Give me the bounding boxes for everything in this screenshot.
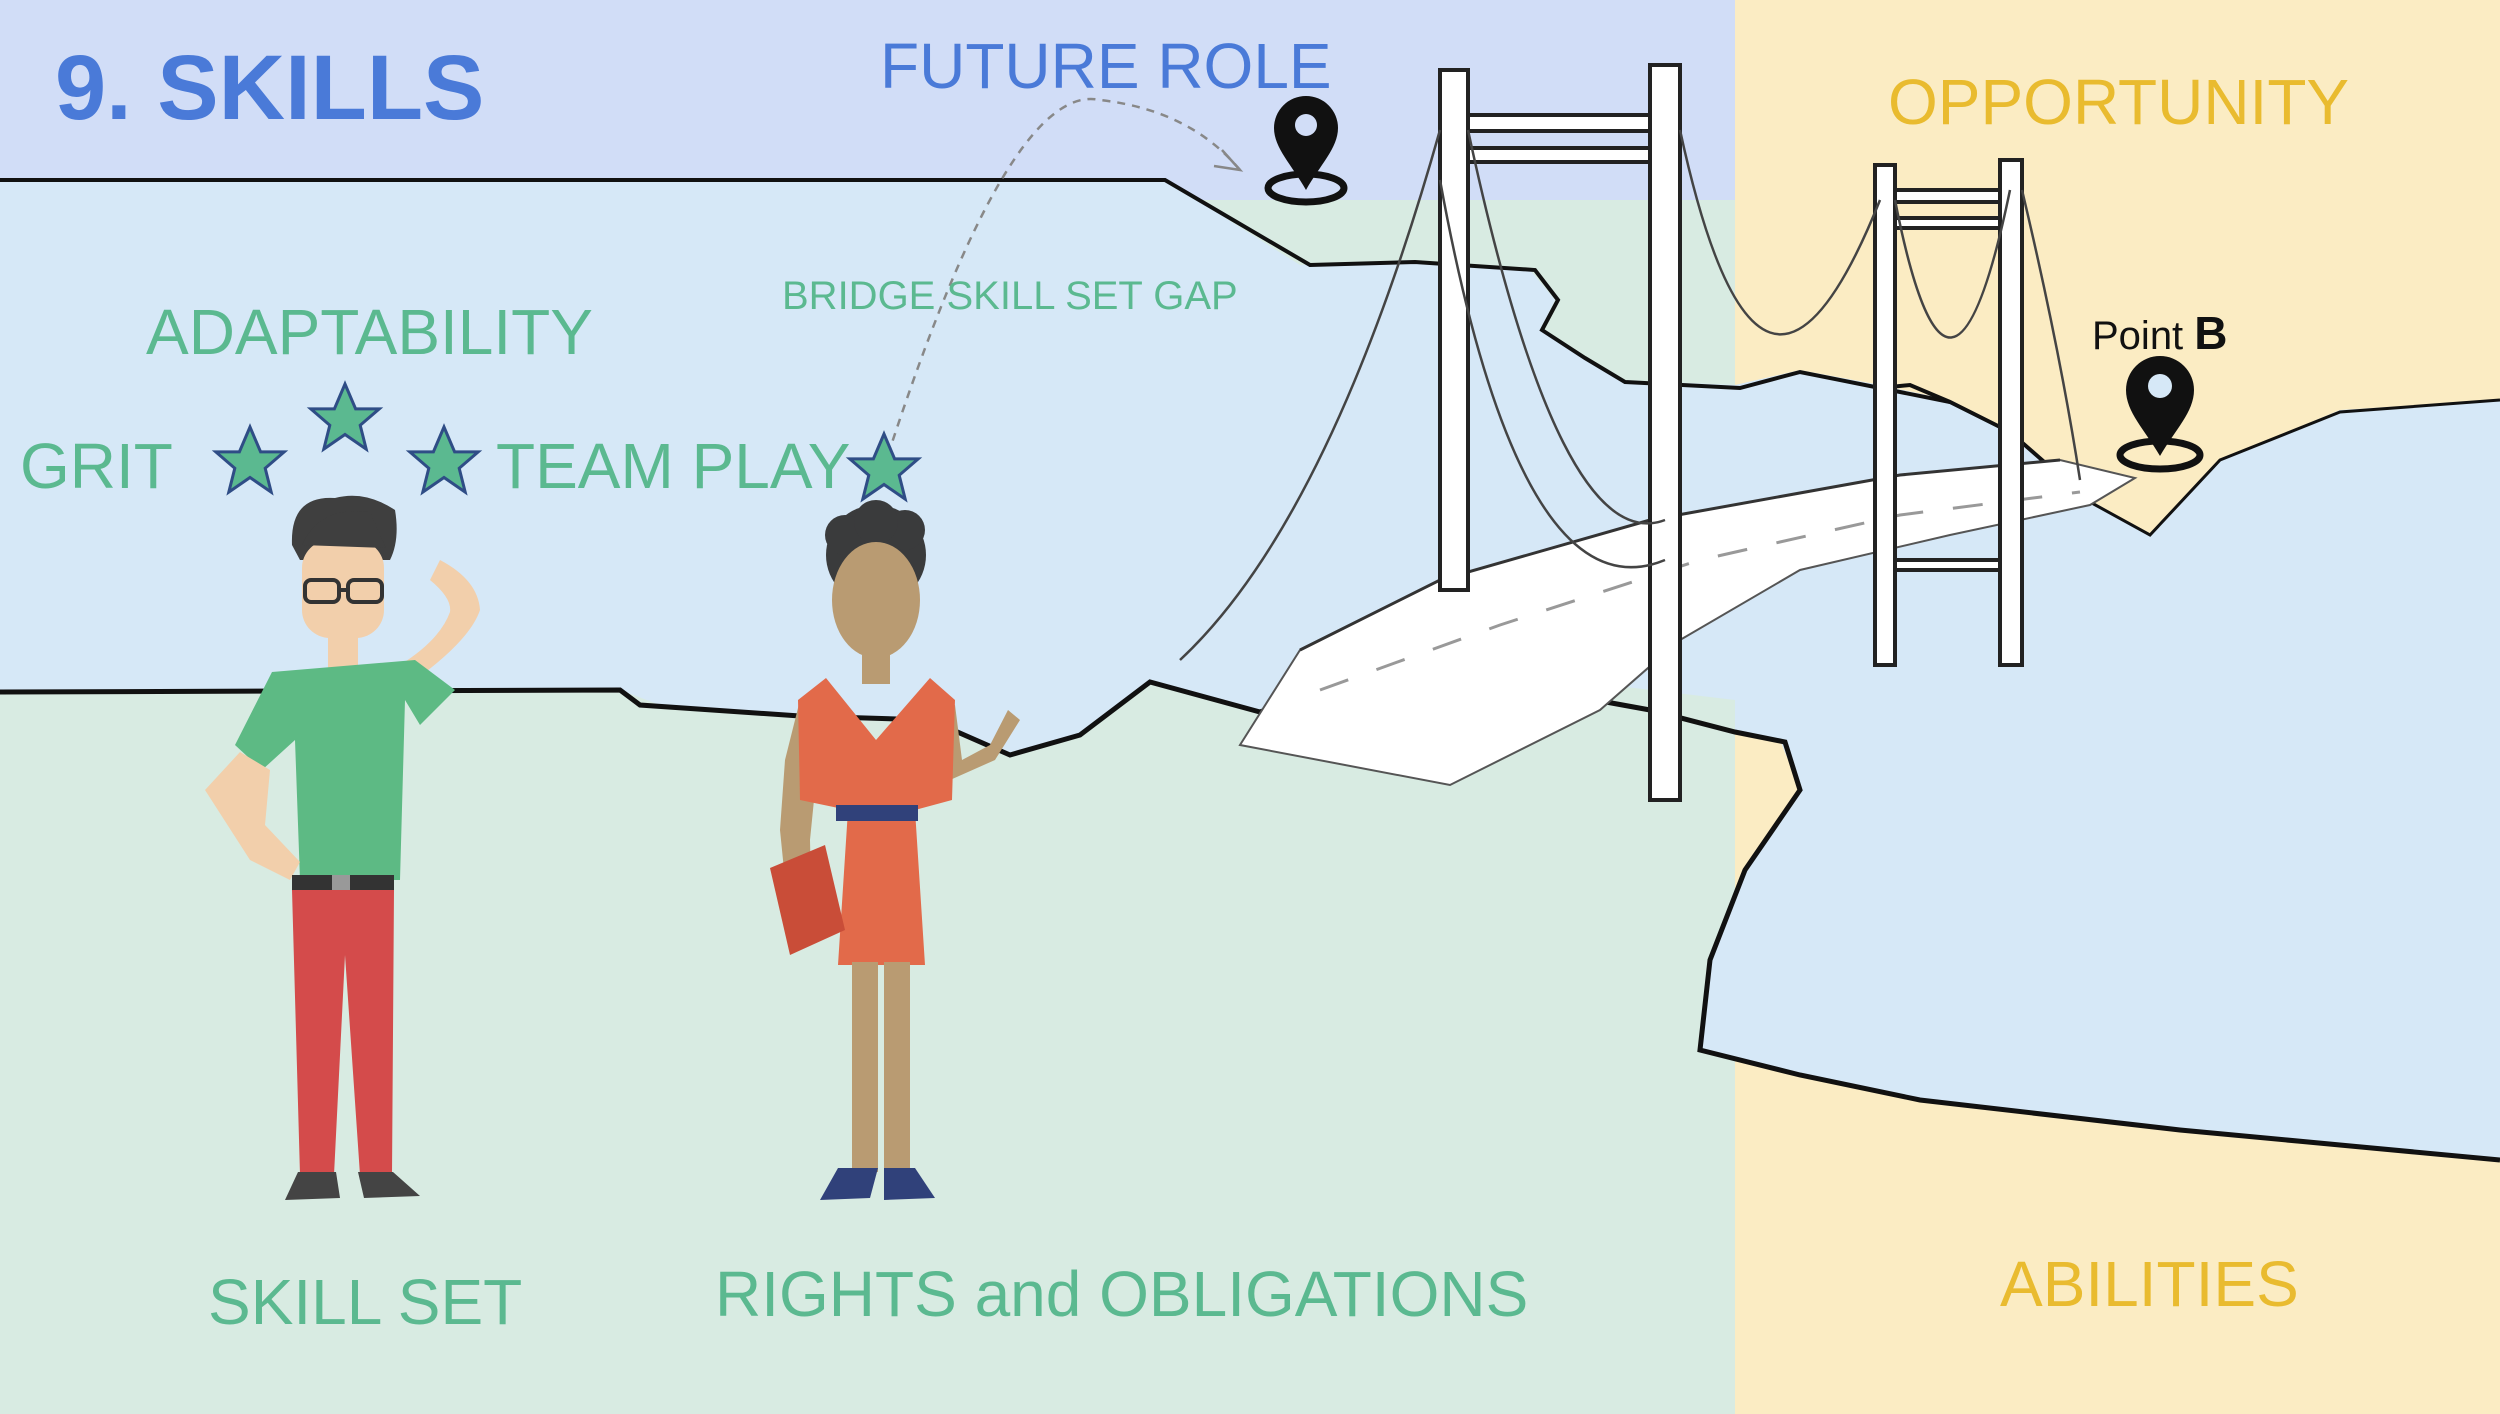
location-pin-icon — [1264, 96, 1348, 206]
woman-figure — [770, 500, 1020, 1200]
grit-label: GRIT — [20, 430, 173, 502]
star-icon — [845, 430, 923, 503]
star-icon — [405, 423, 483, 496]
star-icon — [211, 423, 289, 496]
bridge-tower-front — [1438, 63, 1682, 802]
far-coast — [1879, 382, 2092, 504]
team-play-label: TEAM PLAY — [496, 430, 851, 502]
right-coast — [2089, 398, 2500, 537]
location-pin-icon — [2116, 356, 2204, 473]
bridge-cables — [1179, 129, 2082, 661]
deck-lane-marks — [1319, 490, 2081, 692]
bridge-tower-back — [1873, 158, 2024, 667]
rights-and-obligations-label: RIGHTS and OBLIGATIONS — [715, 1258, 1529, 1330]
skyline-coast — [0, 178, 1951, 404]
point-b-prefix: Point — [2092, 314, 2184, 358]
skill-set-label: SKILL SET — [208, 1266, 523, 1338]
future-role-label: FUTURE ROLE — [880, 30, 1332, 102]
arc-arrowhead-icon — [1213, 149, 1244, 172]
point-b-label: Point B — [2092, 310, 2228, 356]
slide-title: 9. SKILLS — [55, 37, 485, 139]
opportunity-label: OPPORTUNITY — [1888, 66, 2350, 138]
point-b-letter: B — [2194, 307, 2228, 359]
man-figure — [205, 495, 480, 1200]
dashed-arc — [886, 97, 1241, 456]
abilities-label: ABILITIES — [2000, 1248, 2299, 1320]
adaptability-label: ADAPTABILITY — [146, 296, 593, 368]
star-icon — [306, 380, 384, 453]
bridge-skill-set-gap-label: BRIDGE SKILL SET GAP — [782, 274, 1238, 318]
